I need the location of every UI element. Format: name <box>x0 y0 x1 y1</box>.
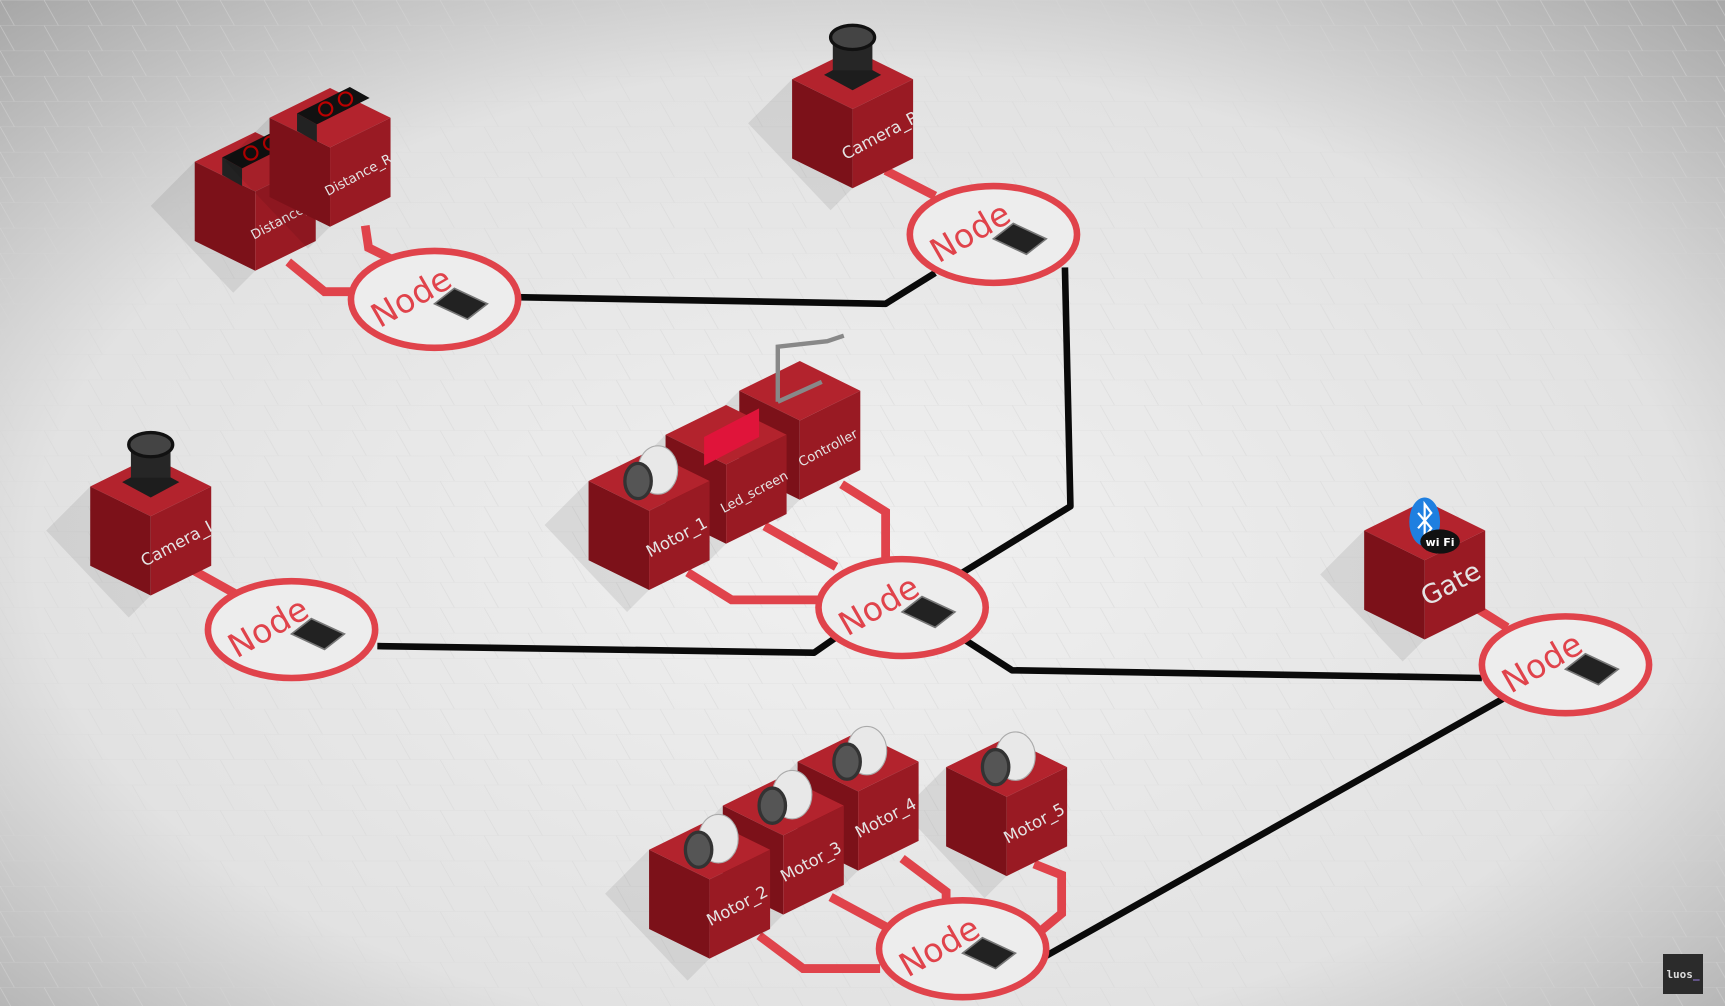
sensor-eye <box>337 91 354 107</box>
led-matrix-icon <box>704 408 760 466</box>
module-right-face <box>726 434 787 544</box>
node-ring <box>906 182 1081 287</box>
module-right-face <box>649 480 710 590</box>
module-left-face <box>588 480 650 590</box>
modules: Distance_LDistance_RCamera_RCamera_LCont… <box>46 23 1486 981</box>
module-right-face <box>852 79 914 189</box>
gear-icon <box>757 786 788 825</box>
sensor-eye <box>243 145 259 161</box>
wifi-icon <box>1420 529 1460 554</box>
bus-cable <box>957 267 1074 578</box>
robot-arm-icon <box>775 333 845 402</box>
node-ring <box>815 555 990 660</box>
module-distance_r[interactable]: Distance_R <box>225 86 395 249</box>
module-left-face <box>269 117 331 227</box>
distance-sensor-side <box>297 113 317 142</box>
gear-icon <box>683 830 714 869</box>
bus-cable <box>517 270 937 308</box>
wifi-label: wi Fi <box>1426 536 1455 549</box>
node-ring <box>347 247 522 352</box>
module-camera_l[interactable]: Camera_L <box>46 430 220 618</box>
module-link <box>685 568 820 605</box>
module-link <box>762 522 839 571</box>
module-link <box>883 166 938 200</box>
module-links <box>184 166 1510 973</box>
chip-icon <box>289 617 346 651</box>
camera-lens <box>127 430 175 459</box>
gear-icon <box>832 742 862 781</box>
chip-icon <box>432 287 489 321</box>
distance-sensor-side <box>222 157 243 187</box>
bluetooth-glyph <box>1417 500 1433 541</box>
module-right-face <box>783 805 844 915</box>
module-link <box>839 480 891 562</box>
chip-icon <box>900 595 957 629</box>
chip-icon <box>1563 652 1620 686</box>
module-right-face <box>150 486 212 596</box>
node-ring <box>204 577 379 682</box>
module-left-face <box>792 79 853 189</box>
module-left-face <box>194 161 256 271</box>
camera-lens <box>828 23 877 52</box>
node[interactable]: Node <box>875 897 1050 1001</box>
bus-cable <box>377 632 842 656</box>
node[interactable]: Node <box>347 247 522 352</box>
chip-icon <box>991 222 1048 256</box>
module-right-face <box>1006 767 1068 877</box>
bus-cables <box>377 267 1505 961</box>
node[interactable]: Node <box>906 182 1081 287</box>
bus-cable <box>964 637 1482 682</box>
node[interactable]: Node <box>204 577 379 682</box>
module-right-face <box>1424 530 1486 640</box>
sensor-eye <box>317 101 334 117</box>
node[interactable]: Node <box>1478 613 1653 717</box>
chip-icon <box>961 936 1017 970</box>
luos-logo: luos_ <box>1663 954 1703 994</box>
gear-icon <box>623 461 653 501</box>
module-left-face <box>1364 530 1425 640</box>
module-right-face <box>858 761 919 871</box>
logo-cursor: _ <box>1692 967 1700 981</box>
module-motor_5[interactable]: Motor_5 <box>902 731 1069 899</box>
node-ring <box>875 897 1050 1001</box>
module-right-face <box>799 390 861 500</box>
logo-text: luos <box>1666 967 1693 981</box>
module-distance_l[interactable]: Distance_L <box>150 130 320 293</box>
module-right-face <box>709 849 771 959</box>
gear-icon <box>980 747 1011 787</box>
module-right-face <box>330 117 391 227</box>
module-left-face <box>946 767 1007 877</box>
robot-arm-base <box>776 379 823 404</box>
bus-cable <box>1041 696 1505 961</box>
module-left-face <box>90 486 151 596</box>
module-link <box>1025 859 1067 945</box>
node-ring <box>1478 613 1653 717</box>
module-left-face <box>649 849 710 959</box>
module-link <box>756 932 881 973</box>
node[interactable]: Node <box>815 555 990 660</box>
